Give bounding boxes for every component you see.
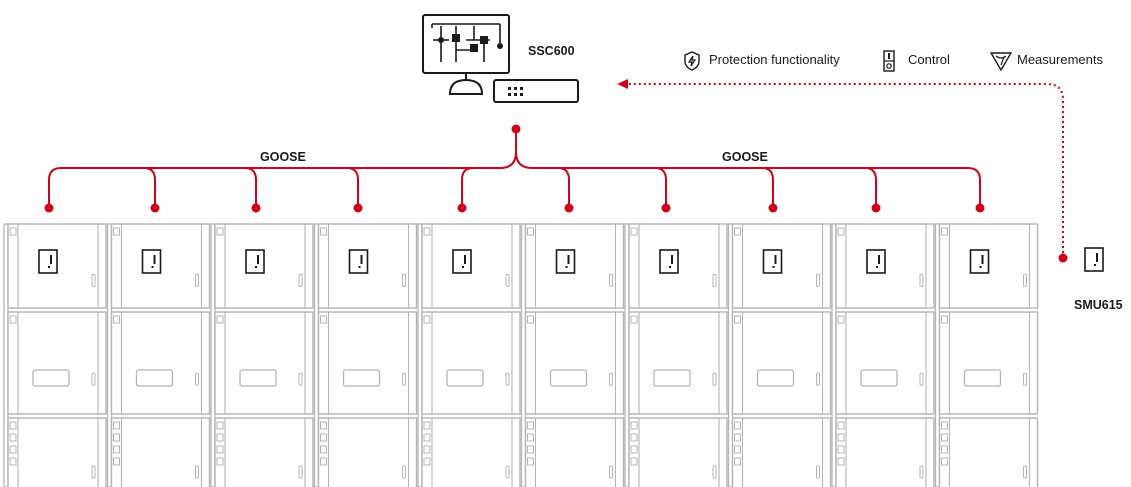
panel-compartment bbox=[731, 417, 832, 487]
relay-device-icon bbox=[348, 249, 369, 274]
goose-nodes bbox=[44, 124, 1068, 263]
panel-compartment bbox=[317, 417, 418, 487]
control-icon bbox=[883, 50, 895, 72]
legend-control-label: Control bbox=[908, 52, 950, 67]
relay-device-icon bbox=[452, 249, 472, 274]
switchgear-panel bbox=[831, 223, 935, 487]
panel-compartment bbox=[938, 417, 1039, 487]
switchgear-panel bbox=[313, 223, 418, 487]
panel-compartment bbox=[317, 311, 418, 415]
switchgear-panel bbox=[3, 223, 107, 487]
switchgear-panel bbox=[727, 223, 832, 487]
smu615-label: SMU615 bbox=[1074, 298, 1123, 312]
relay-device-icon bbox=[659, 249, 679, 274]
switchgear-panel bbox=[520, 223, 625, 487]
panel-compartment bbox=[214, 417, 314, 487]
panel-compartment bbox=[938, 311, 1039, 415]
relay-device-icon bbox=[141, 249, 162, 274]
measurements-icon bbox=[990, 52, 1012, 71]
switchgear-panel bbox=[210, 223, 314, 487]
goose-label-left: GOOSE bbox=[260, 150, 306, 164]
panel-compartment bbox=[421, 417, 521, 487]
switchgear-panels bbox=[3, 223, 1039, 487]
switchgear-panel bbox=[106, 223, 211, 487]
link-arrowhead bbox=[617, 79, 628, 89]
measurement-link bbox=[628, 83, 1064, 258]
legend-measurements-label: Measurements bbox=[1017, 52, 1103, 67]
protection-icon bbox=[684, 51, 700, 71]
panel-compartment bbox=[731, 311, 832, 415]
switchgear-panel bbox=[624, 223, 728, 487]
panel-compartment bbox=[628, 311, 728, 415]
panel-compartment bbox=[214, 311, 314, 415]
panel-compartment bbox=[835, 311, 935, 415]
goose-network bbox=[48, 129, 981, 207]
relay-device-icon bbox=[762, 249, 783, 274]
panel-compartment bbox=[835, 417, 935, 487]
panel-compartment bbox=[110, 417, 211, 487]
relay-device-icon bbox=[555, 249, 576, 274]
panel-compartment bbox=[7, 311, 107, 415]
legend-protection-label: Protection functionality bbox=[709, 52, 840, 67]
relay-device-icon bbox=[866, 249, 886, 274]
panel-compartment bbox=[421, 311, 521, 415]
smu615-device-icon bbox=[1084, 247, 1104, 272]
panel-compartment bbox=[7, 417, 107, 487]
ssc600-label: SSC600 bbox=[528, 44, 575, 58]
ssc600-server-icon bbox=[422, 14, 579, 103]
relay-device-icon bbox=[245, 249, 265, 274]
switchgear-panel bbox=[934, 223, 1039, 487]
goose-label-right: GOOSE bbox=[722, 150, 768, 164]
relay-device-icon bbox=[38, 249, 58, 274]
relay-device-icon bbox=[969, 249, 990, 274]
panel-compartment bbox=[524, 311, 625, 415]
panel-compartment bbox=[110, 311, 211, 415]
switchgear-panel bbox=[417, 223, 521, 487]
panel-compartment bbox=[628, 417, 728, 487]
panel-compartment bbox=[524, 417, 625, 487]
